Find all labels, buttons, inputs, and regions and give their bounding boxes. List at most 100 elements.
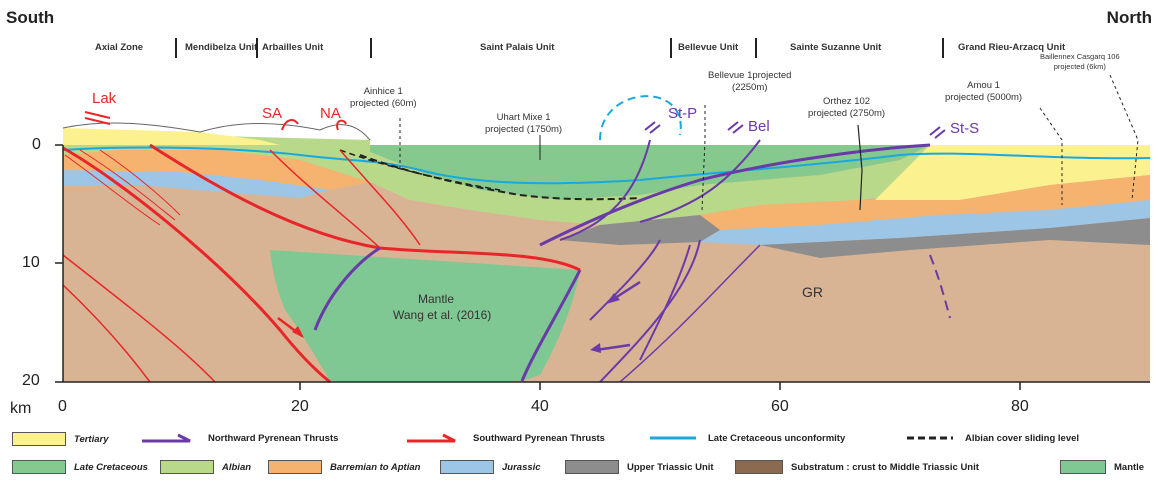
legend-row-1: Tertiary Northward Pyrenean Thrusts Sout…: [0, 432, 1158, 452]
legend-swatch-substratum: [735, 460, 783, 474]
unit-separator: [370, 38, 372, 58]
south-thrust-deep2: [62, 284, 151, 383]
depth-tick-20: 20: [22, 372, 40, 389]
north-thrust-deep4: [619, 244, 761, 383]
legend-late-cretaceous: Late Cretaceous: [12, 460, 148, 474]
legend-albian-sliding: Albian cover sliding level: [905, 432, 1079, 444]
thrust-symbol-lak: [84, 111, 111, 125]
mantle-title: Mantle: [418, 292, 455, 306]
legend-label-late-cretaceous: Late Cretaceous: [74, 461, 148, 473]
south-thrust-icon: [407, 433, 456, 443]
legend-swatch-upper-triassic: [565, 460, 619, 474]
well-ainhice-name: Ainhice 1: [363, 86, 403, 97]
legend-label-albian: Albian: [222, 461, 252, 473]
well-baillenx-depth: projected (6km): [1053, 62, 1106, 71]
albian-layer: [63, 132, 1150, 225]
thrust-label-bel: Bel: [748, 118, 770, 135]
unconformity-line: [62, 146, 1151, 185]
well-orthez-label: Orthez 102 projected (2750m): [808, 96, 885, 120]
distance-tick-80: 80: [1011, 398, 1029, 415]
well-ainhice-depth: projected (60m): [350, 98, 417, 109]
north-thrust-arrowhead1: [606, 293, 620, 304]
well-bellevue-depth: (2250m): [732, 82, 768, 93]
legend-swatch-mantle: [1060, 460, 1106, 474]
upper-triassic-layer: [760, 218, 1150, 258]
north-thrust-icon: [142, 433, 191, 443]
legend-upper-triassic: Upper Triassic Unit: [565, 460, 714, 474]
mantle-body: [270, 250, 580, 381]
jurassic-layer-south: [63, 170, 330, 198]
south-label: South: [6, 8, 55, 27]
sliding-level-icon: [907, 436, 953, 440]
well-baillenx-line: [1109, 74, 1139, 201]
south-thrust-deep1: [62, 254, 216, 383]
legend-swatch-tertiary: [12, 432, 66, 446]
north-thrust-stp: [539, 143, 931, 247]
legend-substratum: Substratum : crust to Middle Triassic Un…: [735, 460, 979, 474]
distance-tick-0: 0: [58, 398, 67, 415]
depth-tick-0: 0: [32, 136, 41, 153]
barremian-layer: [700, 175, 1150, 230]
north-thrust-arrowhead2: [590, 343, 601, 353]
well-orthez-name: Orthez 102: [823, 96, 871, 107]
north-thrust-deep2: [639, 244, 691, 361]
well-uhart-name: Uhart Mixe 1: [496, 112, 551, 123]
depth-tick-10: 10: [22, 254, 40, 271]
thrust-symbol-bel: [727, 121, 744, 134]
barremian-layer-south: [63, 150, 370, 190]
unit-mendibelza: Mendibelza Unit: [185, 42, 258, 53]
legend-tertiary: Tertiary: [12, 432, 109, 446]
unit-axial-zone: Axial Zone: [95, 42, 144, 53]
albian-sliding-level-2: [339, 149, 501, 191]
south-thrust-fan: [64, 149, 181, 226]
thrust-label-stp: St-P: [668, 105, 698, 122]
well-orthez-depth: projected (2750m): [808, 108, 886, 119]
legend-label-tertiary: Tertiary: [74, 433, 109, 445]
thrust-symbol-sa: [281, 119, 299, 131]
legend-label-mantle: Mantle: [1114, 461, 1145, 473]
tertiary-layer-south: [63, 128, 280, 145]
legend-label-north-thrust: Northward Pyrenean Thrusts: [208, 432, 339, 444]
relief-south: [62, 122, 371, 141]
well-bellevue-name: Bellevue 1projected: [708, 70, 792, 81]
distance-tick-60: 60: [771, 398, 789, 415]
well-amou-depth: projected (5000m): [945, 92, 1023, 103]
thrust-symbol-sts: [929, 126, 946, 139]
thrust-symbol-stp: [644, 121, 661, 134]
distance-tick-40: 40: [531, 398, 549, 415]
upper-triassic-wedge: [560, 215, 720, 245]
legend-north-thrust: Northward Pyrenean Thrusts: [140, 432, 338, 444]
thrust-symbol-na: [336, 119, 347, 131]
legend-label-albian-sliding: Albian cover sliding level: [965, 432, 1080, 444]
thrust-label-sts: St-S: [950, 120, 980, 137]
north-thrust-deep1: [599, 239, 701, 383]
thrust-label-na: NA: [320, 105, 341, 122]
legend-row-2: Late Cretaceous Albian Barremian to Apti…: [0, 460, 1158, 480]
unit-grand-rieu: Grand Rieu-Arzacq Unit: [958, 42, 1066, 53]
north-thrust-mantle-edge: [313, 246, 582, 382]
legend-swatch-late-cretaceous: [12, 460, 66, 474]
legend-swatch-albian: [160, 460, 214, 474]
well-uhart-depth: projected (1750m): [485, 124, 563, 135]
unit-separator: [256, 38, 258, 58]
north-thrust-bel: [559, 139, 651, 241]
legend-mantle: Mantle: [1060, 460, 1144, 474]
albian-sliding-level: [359, 154, 641, 201]
well-uhart-label: Uhart Mixe 1 projected (1750m): [485, 112, 562, 136]
well-baillenx-name: Baillennex Casgarq 106: [1040, 52, 1120, 61]
thrust-label-lak: Lak: [92, 90, 117, 107]
legend-label-jurassic: Jurassic: [502, 461, 541, 473]
north-thrust-deep3: [589, 239, 661, 321]
south-thrust-na: [339, 149, 421, 246]
legend-label-upper-triassic: Upper Triassic Unit: [627, 461, 714, 473]
legend-label-substratum: Substratum : crust to Middle Triassic Un…: [791, 461, 979, 473]
well-amou-name: Amou 1: [967, 80, 1000, 91]
north-label: North: [1106, 8, 1152, 27]
well-ainhice-label: Ainhice 1 projected (60m): [350, 86, 417, 110]
legend-label-barremian: Barremian to Aptian: [330, 461, 421, 473]
well-amou-line: [1039, 107, 1063, 205]
legend-south-thrust: Southward Pyrenean Thrusts: [405, 432, 605, 444]
legend-swatch-barremian: [268, 460, 322, 474]
well-amou-label: Amou 1 projected (5000m): [945, 80, 1022, 104]
